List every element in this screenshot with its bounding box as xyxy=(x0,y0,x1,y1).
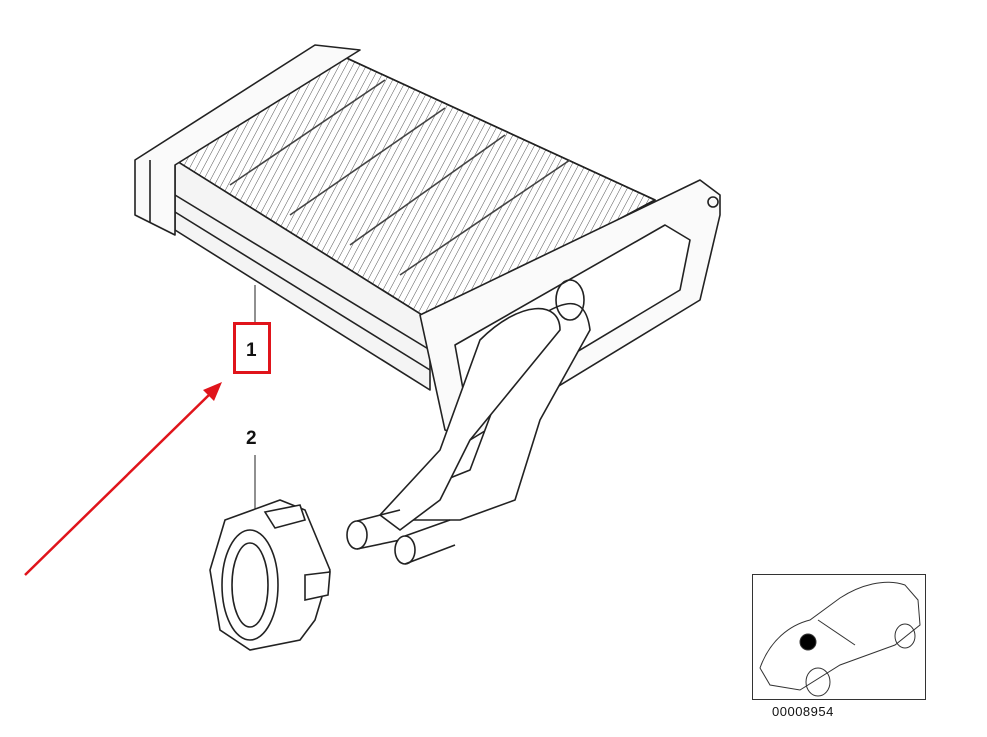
reference-image-frame xyxy=(752,574,926,700)
pointer-arrow-line xyxy=(24,391,213,576)
seal-grommet-drawing xyxy=(209,455,331,651)
reference-number: 00008954 xyxy=(772,704,834,719)
location-marker xyxy=(799,633,817,651)
callout-2: 2 xyxy=(246,428,257,449)
heater-core-drawing xyxy=(134,44,721,565)
callout-1: 1 xyxy=(246,340,257,361)
reference-car-drawing xyxy=(759,581,921,697)
highlight-box xyxy=(233,322,271,374)
pointer-arrow-head xyxy=(203,382,222,401)
